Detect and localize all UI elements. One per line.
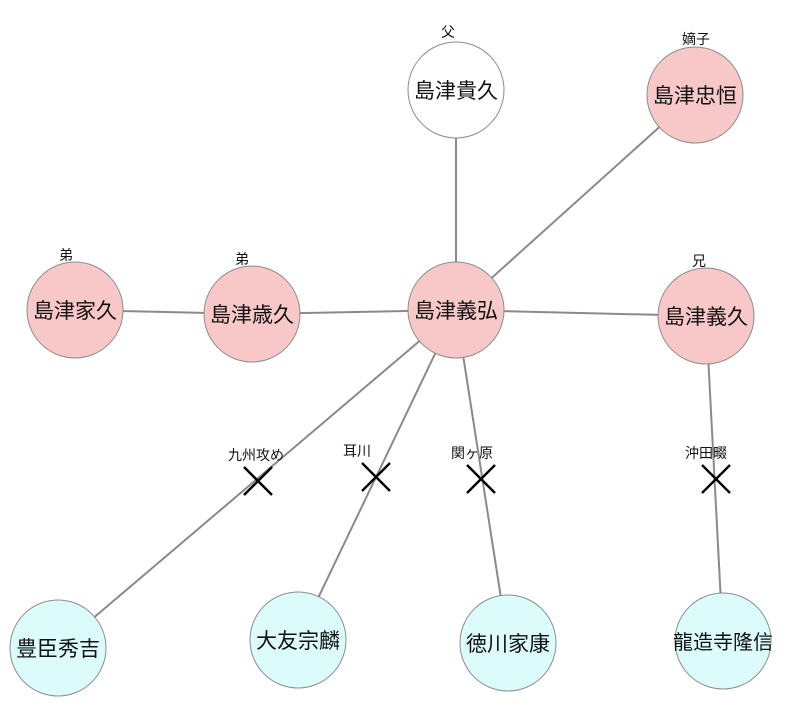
node-takanobu-circle bbox=[674, 592, 772, 690]
node-takahisa-tag: 父 bbox=[441, 25, 455, 41]
node-takahisa-label: 島津貴久 bbox=[414, 79, 498, 103]
node-yoshihiro-label: 島津義弘 bbox=[414, 299, 498, 323]
node-sorin-label: 大友宗麟 bbox=[256, 629, 340, 653]
node-toshihisa[interactable]: 島津歳久 弟 bbox=[203, 252, 301, 363]
battle-okitanawate-cross-icon bbox=[701, 464, 731, 494]
node-iehisa-circle bbox=[26, 261, 124, 359]
node-yoshihiro[interactable]: 島津義弘 bbox=[407, 261, 505, 359]
node-ieyasu-circle bbox=[459, 594, 557, 692]
node-iehisa-label: 島津家久 bbox=[33, 299, 117, 323]
battle-mimikawa: 耳川 bbox=[343, 444, 391, 492]
battle-sekigahara-label: 関ヶ原 bbox=[451, 446, 493, 462]
node-takahisa-circle bbox=[407, 41, 505, 139]
node-iehisa[interactable]: 島津家久 弟 bbox=[26, 248, 124, 359]
node-ieyasu[interactable]: 徳川家康 bbox=[459, 594, 557, 692]
node-hideyoshi-label: 豊臣秀吉 bbox=[16, 637, 100, 661]
battle-okitanawate: 沖田畷 bbox=[685, 446, 731, 494]
node-tadatsune-circle bbox=[646, 46, 744, 144]
node-tadatsune[interactable]: 島津忠恒 嫡子 bbox=[646, 31, 744, 144]
battle-kyushu-cross-icon bbox=[243, 466, 273, 496]
battle-mimikawa-cross-icon bbox=[361, 462, 391, 492]
node-yoshihisa[interactable]: 島津義久 兄 bbox=[657, 254, 755, 365]
node-yoshihiro-circle bbox=[407, 261, 505, 359]
node-yoshihisa-label: 島津義久 bbox=[664, 305, 748, 329]
node-hideyoshi[interactable]: 豊臣秀吉 bbox=[9, 599, 107, 697]
node-yoshihisa-tag: 兄 bbox=[692, 254, 706, 270]
battle-kyushu-label: 九州攻め bbox=[228, 448, 284, 464]
node-takahisa[interactable]: 島津貴久 父 bbox=[407, 25, 505, 139]
battle-sekigahara-cross-icon bbox=[466, 464, 496, 494]
node-yoshihisa-circle bbox=[657, 267, 755, 365]
battle-sekigahara: 関ヶ原 bbox=[451, 446, 496, 494]
node-toshihisa-tag: 弟 bbox=[235, 252, 249, 268]
node-ieyasu-label: 徳川家康 bbox=[466, 632, 550, 656]
node-takanobu[interactable]: 龍造寺隆信 bbox=[673, 592, 773, 690]
node-sorin-circle bbox=[249, 591, 347, 689]
node-sorin[interactable]: 大友宗麟 bbox=[249, 591, 347, 689]
battle-mimikawa-label: 耳川 bbox=[343, 444, 371, 460]
battle-okitanawate-label: 沖田畷 bbox=[685, 446, 727, 462]
node-tadatsune-label: 島津忠恒 bbox=[653, 84, 737, 108]
node-tadatsune-tag: 嫡子 bbox=[682, 31, 710, 48]
node-toshihisa-circle bbox=[203, 265, 301, 363]
battle-kyushu: 九州攻め bbox=[228, 448, 284, 496]
node-iehisa-tag: 弟 bbox=[59, 248, 73, 264]
edge-yoshihiro-tadatsune bbox=[455, 94, 696, 311]
node-toshihisa-label: 島津歳久 bbox=[210, 303, 294, 327]
node-hideyoshi-circle bbox=[9, 599, 107, 697]
node-takanobu-label: 龍造寺隆信 bbox=[673, 630, 773, 654]
